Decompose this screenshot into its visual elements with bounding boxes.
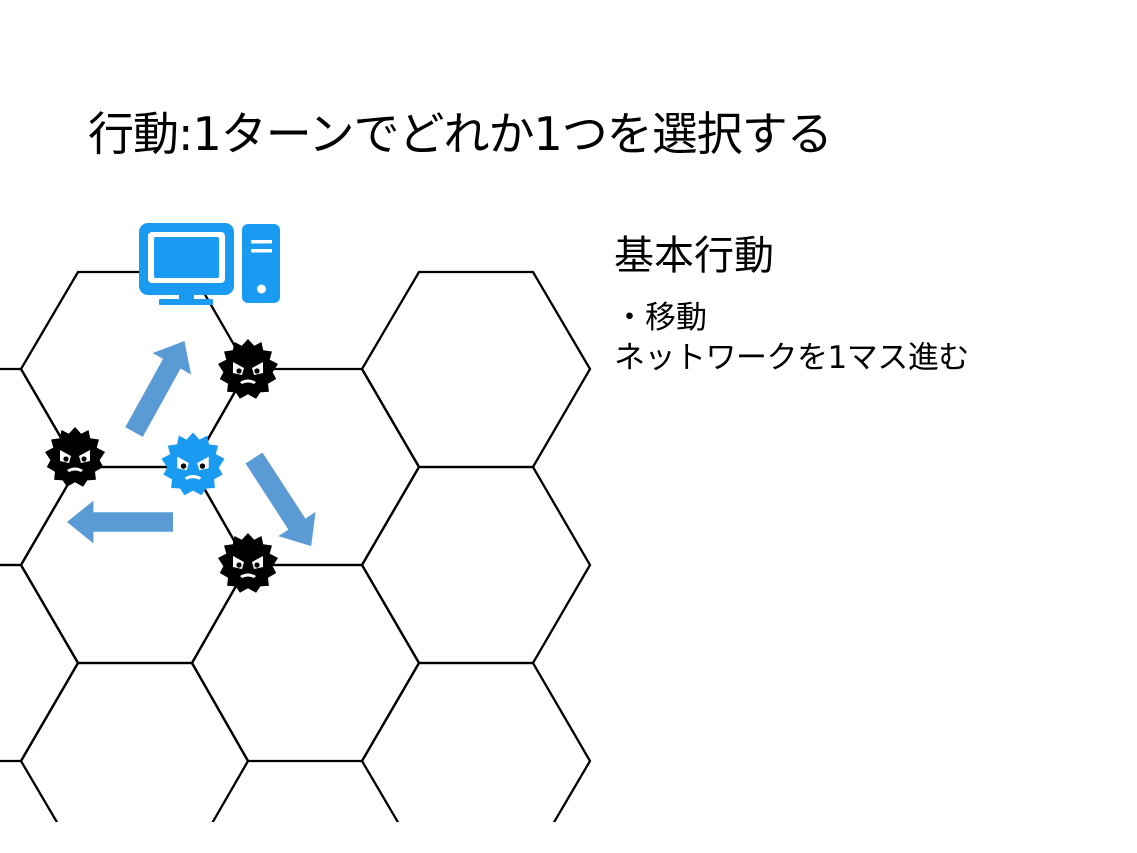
hex-cell	[19, 270, 250, 469]
diagram-bottom-mask	[0, 822, 600, 853]
action-description: ネットワークを1マス進む	[614, 340, 969, 376]
computer-icon	[139, 223, 280, 305]
virus-icon	[218, 533, 278, 593]
hex-cell	[360, 465, 592, 665]
hex-cell	[360, 270, 592, 469]
arrow-icon	[114, 330, 204, 443]
hex-network-diagram	[0, 223, 600, 853]
hex-cell	[19, 661, 250, 853]
slide-title: 行動:1ターンでどれか1つを選択する	[88, 107, 833, 161]
action-name: ・移動	[614, 300, 707, 336]
section-heading: 基本行動	[614, 233, 774, 279]
hex-grid	[0, 270, 592, 853]
player-virus	[161, 432, 225, 496]
info-panel: 基本行動 ・移動 ネットワークを1マス進む	[614, 228, 1114, 378]
hex-cell	[190, 563, 421, 763]
virus-icon	[45, 427, 105, 487]
hex-cell	[19, 465, 250, 665]
virus-icon	[218, 339, 278, 399]
hex-cell	[360, 661, 592, 853]
arrow-icon	[66, 500, 173, 544]
virus-icon	[161, 432, 225, 496]
